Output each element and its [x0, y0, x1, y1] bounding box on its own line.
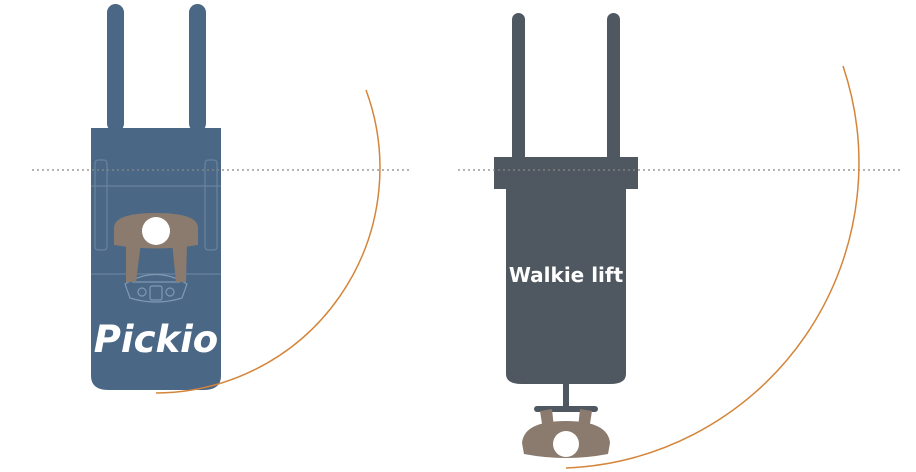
walkie-tiller: [563, 383, 569, 411]
walkie-fork-right: [607, 13, 620, 163]
walkie-fork-left: [512, 13, 525, 163]
pickio-operator-arm-left: [126, 242, 141, 282]
pickio-machine: Pickio: [91, 4, 221, 390]
walkie-lift-machine: Walkie lift: [494, 13, 638, 412]
pickio-body: [91, 128, 221, 390]
pickio-operator-head: [142, 217, 170, 245]
walkie-lift-label: Walkie lift: [509, 263, 624, 287]
pickio-operator-arm-right: [172, 242, 187, 282]
pickio-operator-icon: [114, 213, 198, 282]
walkie-carriage: [494, 157, 638, 189]
pickio-turning-arc: [155, 89, 381, 394]
walkie-turning-arc: [565, 65, 860, 469]
pickio-fork-right: [189, 4, 206, 132]
walkie-operator-head: [553, 431, 579, 457]
walkie-body: [506, 185, 626, 384]
walkie-operator-icon: [522, 409, 610, 458]
pickio-label: Pickio: [94, 318, 218, 361]
pickio-control-panel: [124, 274, 188, 303]
pickio-fork-left: [107, 4, 124, 132]
